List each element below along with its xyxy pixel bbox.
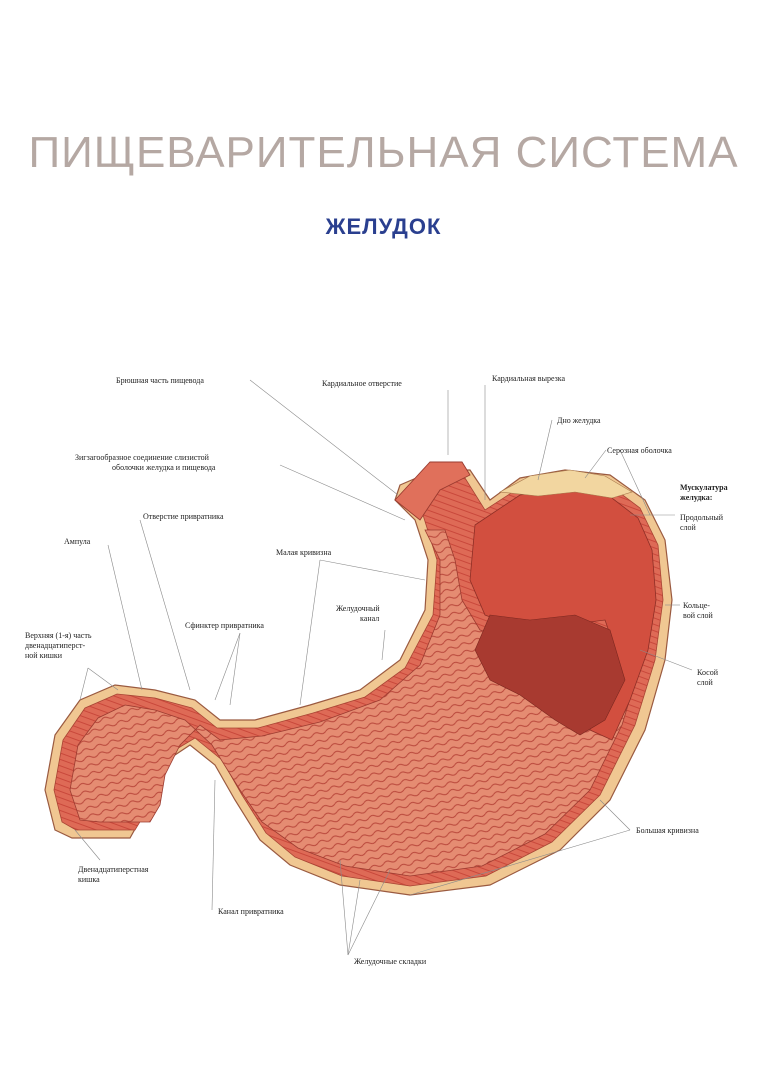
label-oblique-2: слой [697,678,714,687]
label-duodenum-upper-1: Верхняя (1-я) часть [25,631,92,640]
label-duodenum-upper-2: двенадцатиперст- [25,641,86,650]
label-greater-curvature: Большая кривизна [636,826,699,835]
label-gastric-canal-2: канал [360,614,379,623]
esophagus [394,461,471,521]
label-muscularis-2: желудка: [680,493,712,502]
label-cardiac-notch: Кардиальная вырезка [492,374,566,383]
label-oblique-1: Косой [697,668,719,677]
label-pyloric-canal: Канал привратника [218,907,284,916]
label-gastric-folds: Желудочные складки [354,957,427,966]
label-zline-1: Зигзагообразное соединение слизистой [75,453,210,462]
diagram-labels: Брюшная часть пищевода Кардиальное отвер… [25,374,728,966]
label-pyloric-orifice: Отверстие привратника [143,512,224,521]
label-cardiac-orifice: Кардиальное отверстие [322,379,402,388]
muscle-window-inner [474,614,626,736]
label-ampulla: Ампула [64,537,91,546]
label-abdominal-esophagus: Брюшная часть пищевода [116,376,204,385]
label-fundus: Дно желудка [557,416,601,425]
page-subtitle: ЖЕЛУДОК [325,214,442,239]
leader-lines [74,379,693,956]
fundus-cap [498,469,633,499]
label-pyloric-sphincter: Сфинктер привратника [185,621,264,630]
label-duodenum-2: кишка [78,875,100,884]
page-title: ПИЩЕВАРИТЕЛЬНАЯ СИСТЕМА [28,128,739,177]
label-zline-2: оболочки желудка и пищевода [112,463,216,472]
label-serosa: Серозная оболочка [607,446,672,455]
stomach-illustration [44,461,673,896]
label-circular-1: Кольце- [683,601,710,610]
label-longitudinal-2: слой [680,523,697,532]
label-longitudinal-1: Продольный [680,513,724,522]
label-circular-2: вой слой [683,611,714,620]
label-gastric-canal-1: Желудочный [336,604,380,613]
label-lesser-curvature: Малая кривизна [276,548,332,557]
label-duodenum-1: Двенадцатиперстная [78,865,149,874]
label-muscularis-1: Мускулатура [680,483,728,492]
label-duodenum-upper-3: ной кишки [25,651,63,660]
